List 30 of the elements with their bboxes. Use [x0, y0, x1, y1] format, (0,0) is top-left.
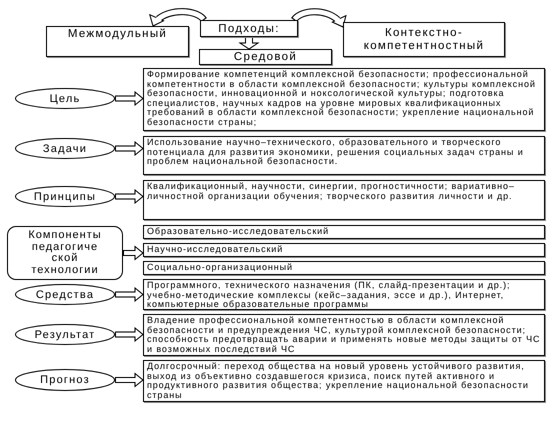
block-arrow: [115, 190, 144, 204]
label-box: Контекстно-компетентностный: [343, 22, 505, 57]
label-box: Подходы:: [200, 20, 298, 37]
block-arrow: [115, 142, 144, 156]
block-arrow: [240, 37, 258, 50]
label-box: Межмодульный: [46, 26, 189, 57]
curved-arrow: [291, 8, 346, 29]
curved-arrow: [150, 8, 207, 28]
block-arrow: [115, 328, 144, 342]
ellipse-node: Принципы: [15, 186, 115, 207]
ellipse-node: Цель: [15, 88, 115, 109]
text-box: Формирование компетенций комплексной безопасности; профессиональной компетентности в области комплексной безопасности; культуры комплексной безопасности, инновационной и ноксологической культуры; подготовка специалистов, научных кадров на уровне мировых квалификационных требований в области комплексной безопасности; укрепление национальной безопасности страны;: [143, 68, 545, 131]
ellipse-node: Задачи: [15, 138, 115, 159]
block-arrow: [115, 373, 144, 387]
block-arrow: [115, 288, 144, 302]
rounded-box: Компоненты педагогиче ской технологии: [7, 226, 123, 280]
text-box: Социально-организационный: [143, 261, 545, 275]
ellipse-node: Результат: [15, 324, 115, 345]
label-box: Средовой: [199, 49, 332, 65]
text-box: Использование научно–технического, образовательного и творческого потенциала для развития экономики, решения социальных задач страны и проблем национальной безопасности.: [143, 136, 545, 175]
text-box: Квалификационный, научности, синергии, прогностичности; вариативно–личностной организации обучения; творческого развития личности и др.: [143, 180, 545, 220]
block-arrow: [115, 92, 144, 106]
text-box: Образовательно-исследовательский: [143, 225, 545, 239]
text-box: Программного, технического назначения (ПК, слайд-презентации и др.); учебно-методические комплексы (кейс–задания, эссе и др.), Интернет, компьютерные образовательные программы: [143, 279, 545, 310]
ellipse-node: Прогноз: [15, 369, 115, 391]
text-box: Долгосрочный: переход общества на новый уровень устойчивого развития, выход из объективно создавшегося кризиса, поиск путей активного и продуктивного развития общества; укрепление национальной безопасности страны: [143, 360, 545, 402]
text-box: Научно-исследовательский: [143, 243, 545, 257]
text-box: Владение профессиональной компетентностью в области комплексной безопасности и предупреждения ЧС, культурой комплексной безопасности; способность предотвращать аварии и применять новые методы защиты от ЧС и возможных последствий ЧС: [143, 314, 545, 356]
ellipse-node: Средства: [15, 284, 115, 305]
block-arrow: [123, 246, 144, 260]
